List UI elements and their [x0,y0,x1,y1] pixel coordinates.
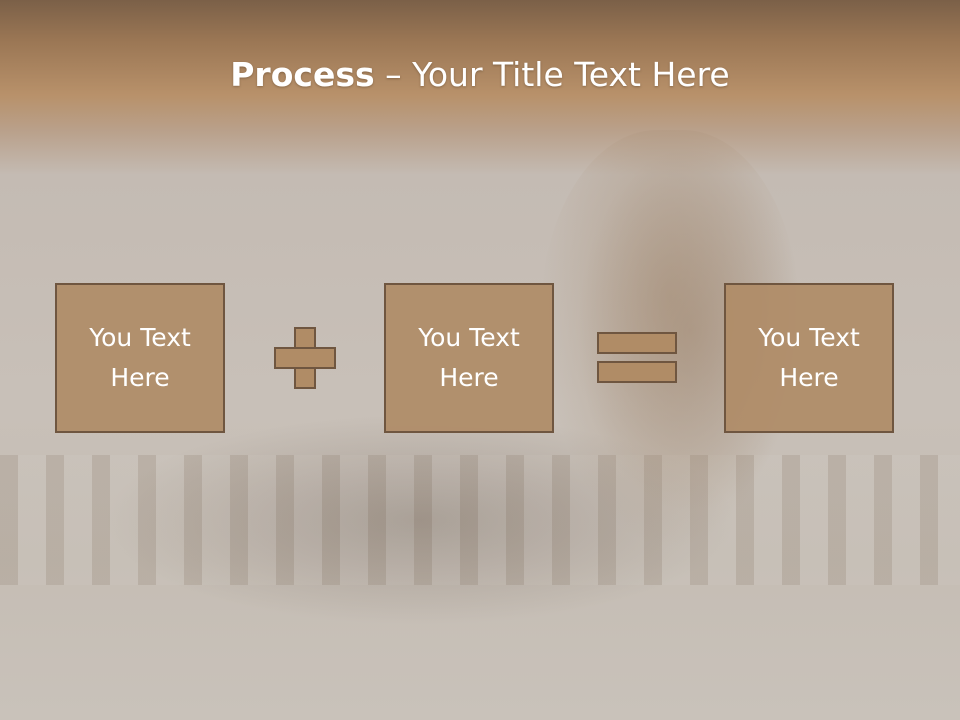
process-box-1[interactable]: You Text Here [55,283,225,433]
title-bold: Process [230,55,375,94]
process-box-2-label: You Text Here [418,323,520,392]
process-box-1-label: You Text Here [89,323,191,392]
process-box-2[interactable]: You Text Here [384,283,554,433]
slide-title: Process – Your Title Text Here [0,52,960,98]
process-box-3-label: You Text Here [758,323,860,392]
title-rest: Your Title Text Here [412,55,730,94]
background-sofa [0,455,960,585]
process-box-3[interactable]: You Text Here [724,283,894,433]
plus-icon [274,327,336,389]
title-separator: – [374,55,413,94]
equals-icon [597,332,677,384]
